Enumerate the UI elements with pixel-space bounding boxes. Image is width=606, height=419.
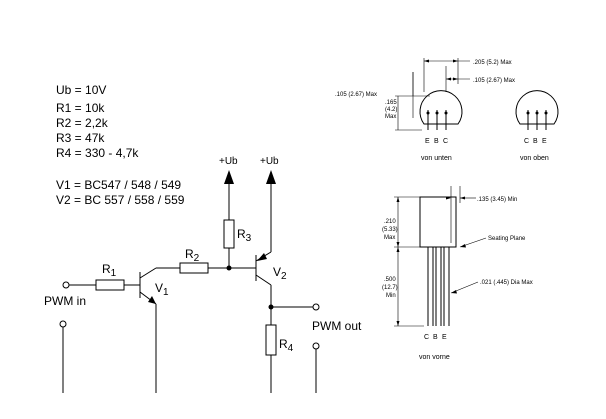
transistor-v2	[255, 251, 272, 286]
transistor-v1	[139, 267, 157, 305]
bottom-pin-c: C	[443, 138, 448, 145]
dim-210-a: .210	[384, 219, 396, 225]
top-pin-b: B	[533, 138, 538, 145]
pwm-in-label: PWM in	[44, 294, 86, 308]
r2-label: R2	[185, 247, 200, 264]
dim-500-a: .500	[384, 277, 396, 283]
dim-165-a: .165	[385, 100, 397, 106]
top-pin-e: E	[542, 138, 547, 145]
ub2-label: +Ub	[260, 156, 279, 167]
top-pin-c: C	[524, 138, 529, 145]
circuit: PWM in R1 V1 R2 R3 +Ub	[44, 156, 362, 393]
ub1-label: +Ub	[219, 156, 238, 167]
dim-210-b: (5.33)	[382, 227, 398, 233]
bottom-pin-b: B	[434, 138, 439, 145]
resistor-r1	[95, 279, 125, 291]
ub1-arrow-icon	[224, 170, 234, 184]
dim-105-right: .105 (2.67) Max	[473, 78, 515, 84]
front-pin-c: C	[424, 334, 429, 341]
dim-165-c: Max	[385, 114, 396, 120]
front-pin-b: B	[433, 334, 438, 341]
seating-plane-label: Seating Plane	[488, 236, 526, 242]
pwm-out-ground-terminal	[312, 342, 320, 350]
ub2-arrow-icon	[266, 170, 276, 184]
package-top-view: C B E von oben	[515, 90, 559, 162]
resistor-r2	[179, 262, 209, 274]
parameter-list: Ub = 10V R1 = 10k R2 = 2,2k R3 = 47k R4 …	[56, 83, 185, 207]
label-von-vorne: von vorne	[419, 354, 450, 361]
pwm-out-label: PWM out	[312, 319, 362, 333]
param-r4: R4 = 330 - 4,7k	[56, 146, 139, 160]
to92-outline-top	[515, 90, 559, 125]
dim-210-c: Max	[384, 235, 395, 241]
package-front-view: .135 (3.45) Min C B E von vorne .210 (5.…	[382, 186, 533, 361]
bottom-pin-e: E	[425, 138, 430, 145]
param-v1: V1 = BC547 / 548 / 549	[56, 178, 181, 192]
package-bottom-view: .205 (5.2) Max .105 (2.67) Max .105 (2.6…	[335, 58, 515, 162]
dim-500-c: Min	[386, 293, 396, 299]
to92-outline-bottom	[419, 90, 463, 125]
param-r3: R3 = 47k	[56, 131, 105, 145]
pwm-in-ground-terminal	[59, 320, 67, 328]
dim-135: .135 (3.45) Min	[477, 197, 517, 203]
dim-165-b: (4.2)	[385, 107, 397, 113]
param-v2: V2 = BC 557 / 558 / 559	[56, 193, 185, 207]
v2-label: V2	[273, 265, 287, 282]
r3-label: R3	[237, 227, 252, 244]
dim-105-left: .105 (2.67) Max	[335, 92, 377, 98]
label-von-unten: von unten	[421, 155, 452, 162]
resistor-r3	[223, 219, 235, 249]
dim-021: .021 (.445) Dia Max	[480, 280, 533, 286]
resistor-r4	[265, 324, 277, 356]
param-r2: R2 = 2,2k	[56, 116, 109, 130]
to92-body-front	[419, 196, 457, 248]
label-von-oben: von oben	[520, 155, 549, 162]
pwm-out-terminal	[312, 303, 320, 311]
r4-label: R4	[279, 337, 294, 354]
dim-500-b: (12.7)	[382, 285, 398, 291]
r1-label: R1	[102, 262, 117, 279]
param-r1: R1 = 10k	[56, 101, 105, 115]
param-ub: Ub = 10V	[56, 83, 106, 97]
v1-label: V1	[155, 281, 169, 298]
front-pin-e: E	[442, 334, 447, 341]
dim-205: .205 (5.2) Max	[473, 60, 512, 66]
pwm-in-terminal	[62, 281, 70, 289]
